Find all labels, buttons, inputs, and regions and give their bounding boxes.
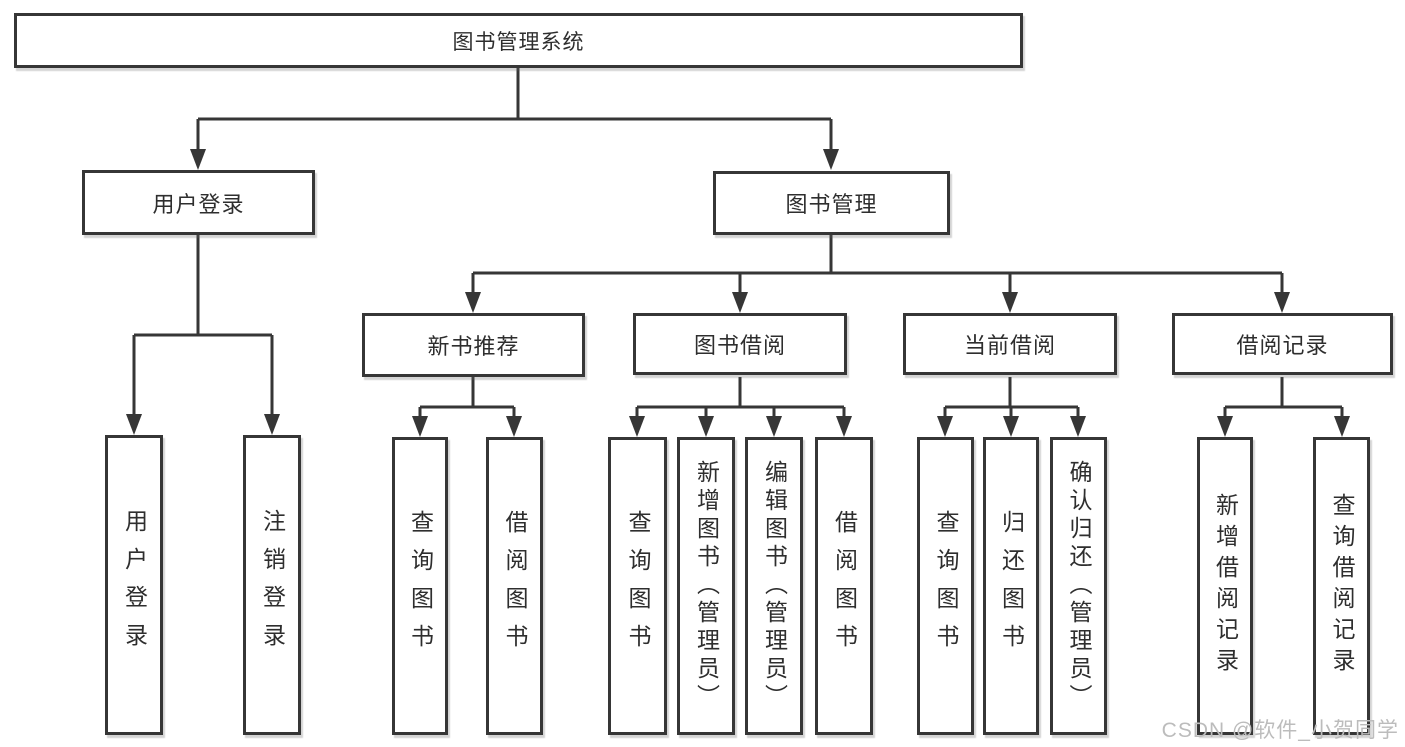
leaf-borrow-books: 借阅图书	[815, 437, 873, 735]
leaf-query-books-current: 查询图书	[917, 437, 974, 735]
leaf-borrow-books-recommend: 借阅图书	[486, 437, 543, 735]
leaf-query-borrow-record: 查询借阅记录	[1313, 437, 1370, 735]
leaf-add-borrow-record: 新增借阅记录	[1197, 437, 1253, 735]
node-book-management: 图书管理	[713, 171, 950, 235]
tree-edges	[132, 68, 1344, 418]
leaf-logout: 注销登录	[243, 435, 301, 735]
csdn-watermark: CSDN @软件_小贺同学	[1161, 719, 1399, 742]
leaf-user-login: 用户登录	[105, 435, 163, 735]
leaf-add-books-admin: 新增图书（管理员）	[677, 437, 735, 735]
node-book-management-system: 图书管理系统	[14, 13, 1023, 68]
leaf-confirm-return-admin: 确认归还（管理员）	[1050, 437, 1107, 735]
leaf-edit-books-admin: 编辑图书（管理员）	[745, 437, 803, 735]
node-new-book-recommend: 新书推荐	[362, 313, 585, 377]
node-current-borrowing: 当前借阅	[903, 313, 1117, 375]
leaf-return-books: 归还图书	[983, 437, 1039, 735]
leaf-query-books-borrow: 查询图书	[608, 437, 667, 735]
node-borrowing-records: 借阅记录	[1172, 313, 1393, 375]
node-user-login: 用户登录	[82, 170, 315, 235]
arrow-down-icons	[126, 149, 1350, 437]
leaf-query-books-recommend: 查询图书	[392, 437, 448, 735]
node-book-borrowing: 图书借阅	[633, 313, 847, 375]
